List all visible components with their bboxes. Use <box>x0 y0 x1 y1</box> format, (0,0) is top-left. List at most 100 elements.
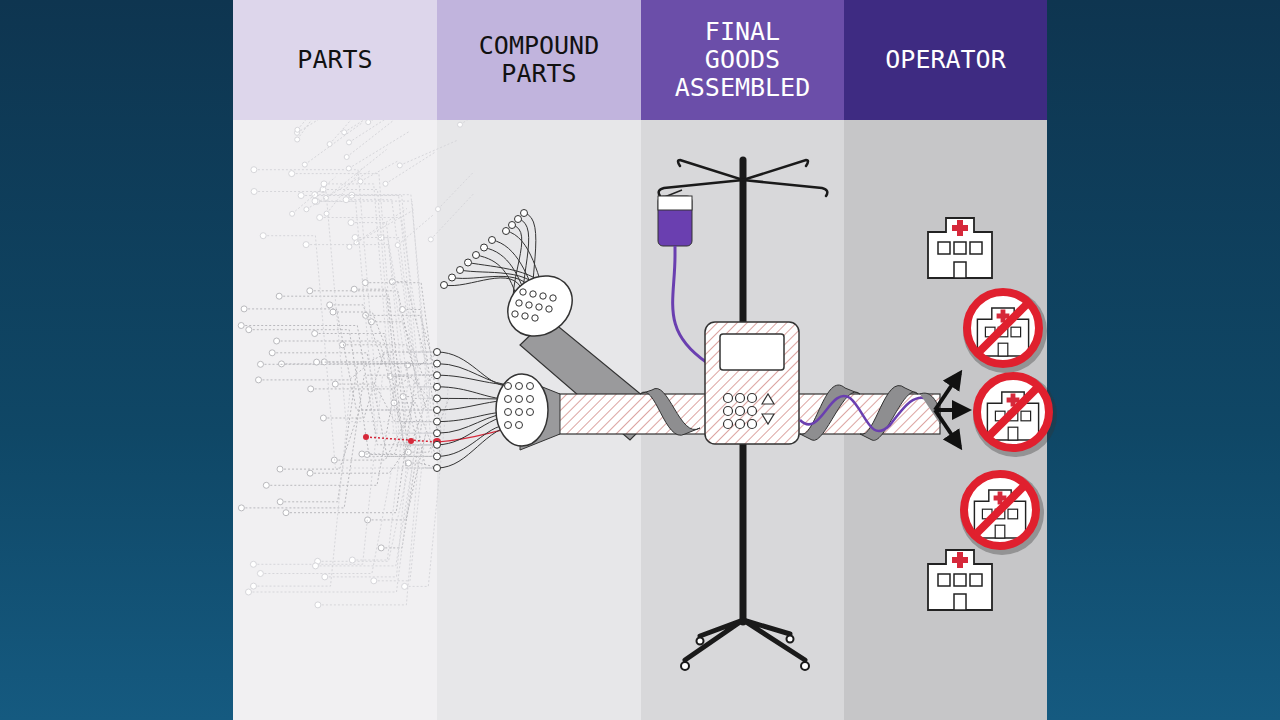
drawing-path <box>305 122 363 164</box>
drawing-circle <box>295 127 300 132</box>
drawing-path <box>640 388 700 435</box>
drawing-path <box>241 375 437 508</box>
drawing-circle <box>441 282 448 289</box>
drawing-path <box>952 552 968 568</box>
drawing-circle <box>449 274 456 281</box>
header-text: PARTS <box>297 46 372 74</box>
drawing-circle <box>327 142 332 147</box>
drawing-circle <box>340 342 346 348</box>
drawing-circle <box>505 409 512 416</box>
drawing-circle <box>347 244 352 249</box>
drawing-path <box>306 171 370 209</box>
drawing-circle <box>344 155 349 160</box>
drawing-line <box>935 410 960 447</box>
distribution-arrows <box>935 373 968 447</box>
drawing-circle <box>263 482 269 488</box>
drawing-circle <box>251 583 257 589</box>
drawing-circle <box>397 163 402 168</box>
drawing-path <box>315 195 437 410</box>
header-text: FINAL GOODS ASSEMBLED <box>668 18 818 103</box>
iv-stand <box>659 160 828 670</box>
drawing-path <box>349 131 410 168</box>
drawing-circle <box>256 377 262 383</box>
drawing-path <box>398 215 434 246</box>
drawing-rect <box>998 343 1008 356</box>
drawing-circle <box>436 207 441 212</box>
drawing-path <box>400 140 458 165</box>
drawing-rect <box>658 196 692 210</box>
drawing-circle <box>317 215 323 221</box>
drawing-path <box>437 425 508 456</box>
drawing-path <box>381 422 437 548</box>
column-operator <box>844 120 1047 720</box>
drawing-rect <box>720 334 784 370</box>
drawing-rect <box>995 525 1005 538</box>
drawing-path <box>762 394 774 424</box>
drawing-circle <box>434 372 441 379</box>
drawing-circle <box>748 420 757 429</box>
drawing-circle <box>395 243 400 248</box>
drawing-circle <box>505 422 512 429</box>
circuit-traces-faint <box>246 73 502 608</box>
drawing-circle <box>257 571 263 577</box>
drawing-circle <box>359 451 365 457</box>
drawing-path <box>431 194 474 240</box>
drawing-circle <box>724 407 733 416</box>
drawing-rect <box>1011 327 1021 337</box>
drawing-circle <box>366 120 371 125</box>
drawing-circle <box>473 252 480 259</box>
drawing-circle <box>434 441 441 448</box>
hospital-icon <box>928 218 992 278</box>
drawing-circle <box>434 465 441 472</box>
circuit-traces <box>238 279 449 551</box>
prohibited-sign <box>960 471 1044 555</box>
drawing-rect <box>970 574 982 586</box>
drawing-circle <box>251 167 257 173</box>
drawing-path <box>266 375 437 485</box>
drawing-circle <box>308 386 314 392</box>
drawing-circle <box>378 545 384 551</box>
drawing-circle <box>516 396 523 403</box>
drawing-circle <box>434 418 441 425</box>
drawing-circle <box>343 197 349 203</box>
drawing-circle <box>298 193 304 199</box>
drawing-path <box>253 375 437 564</box>
drawing-path <box>317 352 437 362</box>
drawing-circle <box>520 289 526 295</box>
drawing-path <box>367 398 437 454</box>
prohibited-sign <box>973 373 1057 457</box>
drawing-circle <box>283 510 289 516</box>
drawing-line <box>975 485 1025 535</box>
drawing-rect <box>954 594 966 610</box>
drawing-circle <box>963 289 1047 373</box>
column-header: OPERATOR <box>844 0 1047 120</box>
drawing-circle <box>540 293 546 299</box>
plug <box>496 374 548 446</box>
drawing-circle <box>241 306 247 312</box>
drawing-circle <box>400 394 406 400</box>
drawing-circle <box>505 396 512 403</box>
column-header: COMPOUND PARTS <box>437 0 641 120</box>
drawing-path <box>659 180 828 196</box>
drawing-circle <box>307 288 313 294</box>
drawing-path <box>928 218 992 278</box>
drawing-circle <box>434 453 441 460</box>
drawing-path <box>263 236 437 468</box>
drawing-circle <box>402 583 408 589</box>
drawing-circle <box>481 244 488 251</box>
header-text: COMPOUND PARTS <box>464 32 614 89</box>
drawing-circle <box>383 181 388 186</box>
drawing-circle <box>250 561 256 567</box>
drawing-circle <box>724 394 733 403</box>
drawing-rect <box>658 196 692 246</box>
drawing-circle <box>277 499 283 505</box>
drawing-path <box>260 468 437 574</box>
drawing-rect <box>938 574 950 586</box>
drawing-circle <box>964 474 1036 546</box>
drawing-circle <box>314 359 320 365</box>
drawing-path <box>306 245 437 387</box>
drawing-circle <box>405 449 411 455</box>
drawing-line <box>978 303 1028 353</box>
drawing-path <box>310 291 437 387</box>
drawing-circle <box>530 291 536 297</box>
